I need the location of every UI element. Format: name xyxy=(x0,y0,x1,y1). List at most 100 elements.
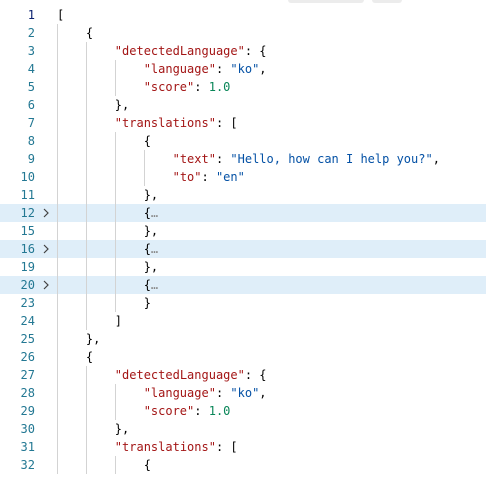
json-punctuation: { xyxy=(143,134,151,148)
line-number: 4 xyxy=(27,62,35,76)
json-punctuation: : xyxy=(215,62,231,76)
json-punctuation: }, xyxy=(143,260,159,274)
line-number: 31 xyxy=(20,440,35,454)
indent-guide xyxy=(114,402,116,420)
code-line[interactable]: 23} xyxy=(0,294,486,312)
editor-tab[interactable] xyxy=(372,0,402,3)
json-punctuation: { xyxy=(143,458,151,472)
code-line[interactable]: 28"language": "ko", xyxy=(0,384,486,402)
json-punctuation: , xyxy=(432,152,440,166)
indent-guide xyxy=(114,240,116,258)
json-punctuation: , xyxy=(259,62,267,76)
json-key: "score" xyxy=(143,404,195,418)
json-key: "text" xyxy=(172,152,216,166)
code-text: }, xyxy=(144,258,158,276)
line-number: 12 xyxy=(20,206,35,220)
code-line[interactable]: 2{ xyxy=(0,24,486,42)
json-punctuation: : [ xyxy=(215,440,238,454)
indent-guide xyxy=(57,204,58,222)
indent-guide xyxy=(57,42,58,60)
code-line[interactable]: 12{… xyxy=(0,204,486,222)
json-key: "to" xyxy=(172,170,202,184)
chevron-right-icon[interactable] xyxy=(40,204,52,222)
code-line[interactable]: 3"detectedLanguage": { xyxy=(0,42,486,60)
tab-strip xyxy=(0,0,486,4)
chevron-right-icon[interactable] xyxy=(40,276,52,294)
indent-guide xyxy=(114,258,116,276)
line-number: 2 xyxy=(27,26,35,40)
indent-guide xyxy=(57,114,58,132)
indent-guide xyxy=(85,222,87,240)
line-number: 7 xyxy=(27,116,35,130)
code-line[interactable]: 19}, xyxy=(0,258,486,276)
json-punctuation: { xyxy=(143,278,151,292)
code-line[interactable]: 24] xyxy=(0,312,486,330)
indent-guide xyxy=(114,384,116,402)
line-number: 5 xyxy=(27,80,35,94)
code-text: ] xyxy=(115,312,122,330)
indent-guide xyxy=(114,168,116,186)
code-text: "detectedLanguage": { xyxy=(115,366,267,384)
indent-guide xyxy=(57,276,58,294)
code-text: "detectedLanguage": { xyxy=(115,42,267,60)
code-line[interactable]: 15}, xyxy=(0,222,486,240)
json-punctuation: : [ xyxy=(215,116,238,130)
code-text: }, xyxy=(115,420,129,438)
code-line[interactable]: 7"translations": [ xyxy=(0,114,486,132)
code-line[interactable]: 29 "score": 1.0 xyxy=(0,402,486,420)
fold-ellipsis[interactable]: … xyxy=(150,278,159,292)
code-text: }, xyxy=(115,96,129,114)
indent-guide xyxy=(114,204,116,222)
indent-guide xyxy=(57,240,58,258)
json-key: "detectedLanguage" xyxy=(114,44,245,58)
indent-guide xyxy=(57,258,58,276)
code-line[interactable]: 9"text": "Hello, how can I help you?", xyxy=(0,150,486,168)
fold-ellipsis[interactable]: … xyxy=(150,206,159,220)
indent-guide xyxy=(85,240,87,258)
code-text: "score": 1.0 xyxy=(144,402,231,420)
code-line[interactable]: 16{… xyxy=(0,240,486,258)
indent-guide xyxy=(57,222,58,240)
code-line[interactable]: 5 "score": 1.0 xyxy=(0,78,486,96)
fold-ellipsis[interactable]: … xyxy=(150,242,159,256)
indent-guide xyxy=(114,294,116,312)
line-number: 28 xyxy=(20,386,35,400)
indent-guide xyxy=(57,60,58,78)
line-number: 32 xyxy=(20,458,35,472)
line-number: 23 xyxy=(20,296,35,310)
code-line[interactable]: 1[ xyxy=(0,6,486,24)
chevron-right-icon[interactable] xyxy=(40,240,52,258)
code-line[interactable]: 30}, xyxy=(0,420,486,438)
indent-guide xyxy=(114,222,116,240)
json-key: "score" xyxy=(143,80,195,94)
code-line[interactable]: 20 {… xyxy=(0,276,486,294)
code-editor[interactable]: 1[2{3"detectedLanguage": {4"language": "… xyxy=(0,6,486,474)
code-line[interactable]: 32 { xyxy=(0,456,486,474)
indent-guide xyxy=(114,60,116,78)
line-number: 11 xyxy=(20,188,35,202)
code-line[interactable]: 26{ xyxy=(0,348,486,366)
code-text: {… xyxy=(144,240,158,258)
indent-guide xyxy=(57,294,58,312)
indent-guide xyxy=(57,330,58,348)
indent-guide xyxy=(57,366,58,384)
editor-tab[interactable] xyxy=(288,0,364,3)
code-text: { xyxy=(86,348,93,366)
line-number: 20 xyxy=(20,278,35,292)
code-line[interactable]: 8{ xyxy=(0,132,486,150)
code-line[interactable]: 27"detectedLanguage": { xyxy=(0,366,486,384)
code-line[interactable]: 4"language": "ko", xyxy=(0,60,486,78)
indent-guide xyxy=(85,132,87,150)
code-line[interactable]: 11}, xyxy=(0,186,486,204)
indent-guide xyxy=(57,186,58,204)
code-line[interactable]: 6}, xyxy=(0,96,486,114)
line-number: 30 xyxy=(20,422,35,436)
json-string: "en" xyxy=(215,170,245,184)
code-line[interactable]: 31"translations": [ xyxy=(0,438,486,456)
line-number: 29 xyxy=(20,404,35,418)
code-text: { xyxy=(144,132,151,150)
code-line[interactable]: 25}, xyxy=(0,330,486,348)
code-text: "score": 1.0 xyxy=(144,78,231,96)
indent-guide xyxy=(114,78,116,96)
code-line[interactable]: 10"to": "en" xyxy=(0,168,486,186)
